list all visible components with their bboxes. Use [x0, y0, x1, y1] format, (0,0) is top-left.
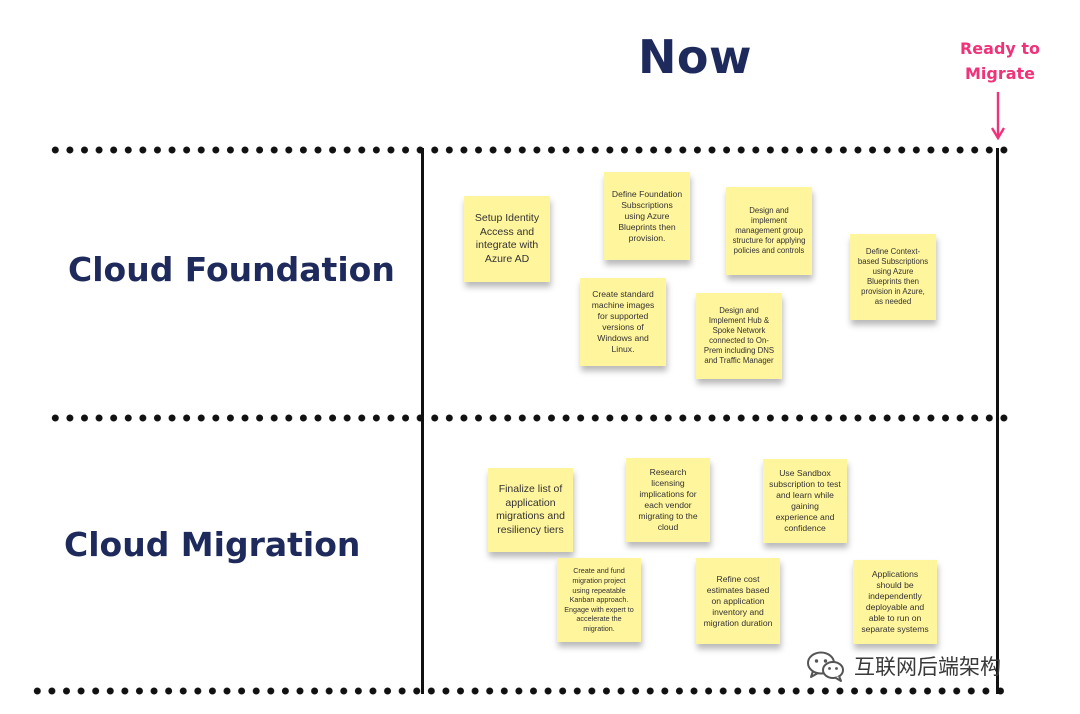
sticky-note: Create standard machine images for suppo… — [580, 278, 666, 366]
sticky-note-text: Design and implement management group st… — [732, 206, 806, 255]
row-label-cloud-foundation: Cloud Foundation — [68, 250, 395, 289]
sticky-note-text: Applications should be independently dep… — [861, 569, 929, 634]
sticky-note-text: Use Sandbox subscription to test and lea… — [769, 468, 841, 533]
sticky-note: Setup Identity Access and integrate with… — [464, 196, 550, 282]
top-dotted-divider — [48, 145, 1008, 155]
sticky-note: Refine cost estimates based on applicati… — [696, 558, 780, 644]
column-divider-left — [421, 148, 424, 694]
sticky-note: Applications should be independently dep… — [853, 560, 937, 644]
sticky-note-text: Define Context-based Subscriptions using… — [857, 247, 929, 306]
watermark: 互联网后端架构 — [806, 646, 1001, 686]
sticky-note: Define Context-based Subscriptions using… — [850, 234, 936, 320]
sticky-note: Design and implement management group st… — [726, 187, 812, 275]
wechat-icon — [807, 651, 844, 682]
sticky-note-text: Create standard machine images for suppo… — [591, 289, 655, 354]
page-title: Now — [637, 30, 753, 84]
arrow-down-icon — [990, 92, 1006, 141]
bottom-dotted-divider — [30, 686, 1008, 696]
sticky-note: Define Foundation Subscriptions using Az… — [604, 172, 690, 260]
sticky-note: Create and fund migration project using … — [557, 558, 641, 642]
watermark-text: 互联网后端架构 — [854, 655, 1001, 679]
sticky-note-text: Design and Implement Hub & Spoke Network… — [703, 306, 775, 365]
ready-label-line1: Ready to — [959, 39, 1041, 58]
sticky-note-text: Create and fund migration project using … — [564, 566, 634, 633]
ready-to-migrate-label: Ready to Migrate — [940, 36, 1060, 86]
row-label-cloud-migration: Cloud Migration — [64, 525, 361, 564]
sticky-note-text: Research licensing implications for each… — [638, 467, 698, 532]
sticky-note-text: Setup Identity Access and integrate with… — [474, 212, 540, 265]
sticky-note: Use Sandbox subscription to test and lea… — [763, 459, 847, 543]
sticky-note-text: Finalize list of application migrations … — [496, 483, 565, 536]
sticky-note: Finalize list of application migrations … — [488, 468, 573, 552]
sticky-note: Design and Implement Hub & Spoke Network… — [696, 293, 782, 379]
sticky-note-text: Define Foundation Subscriptions using Az… — [611, 188, 683, 243]
column-divider-right — [996, 148, 999, 694]
middle-dotted-divider — [48, 413, 1008, 423]
sticky-note: Research licensing implications for each… — [626, 458, 710, 542]
ready-label-line2: Migrate — [964, 64, 1036, 83]
sticky-note-text: Refine cost estimates based on applicati… — [703, 573, 773, 628]
